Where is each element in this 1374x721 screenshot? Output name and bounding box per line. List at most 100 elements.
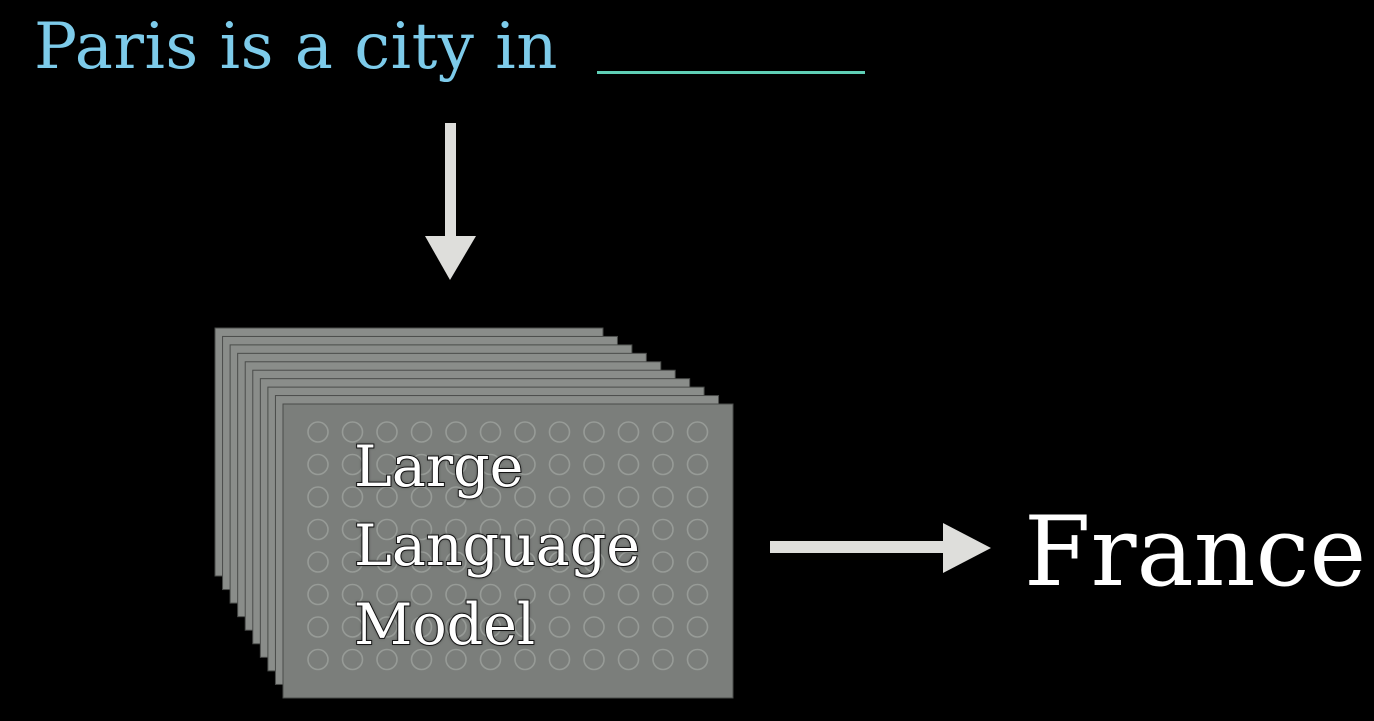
model-layer bbox=[282, 403, 734, 699]
neuron-node bbox=[307, 583, 329, 606]
model-label-line: Model bbox=[353, 591, 536, 659]
neuron-node bbox=[410, 648, 433, 671]
neuron-node bbox=[307, 421, 329, 443]
neuron-node bbox=[307, 518, 329, 541]
neuron-node bbox=[445, 486, 467, 508]
neuron-node bbox=[652, 421, 674, 443]
neuron-node bbox=[548, 421, 571, 443]
neuron-node bbox=[583, 583, 605, 606]
neuron-node bbox=[686, 486, 709, 508]
neuron-node bbox=[307, 616, 329, 638]
neuron-node bbox=[548, 453, 571, 476]
neuron-node bbox=[514, 551, 536, 573]
neuron-node bbox=[514, 583, 536, 606]
neuron-node bbox=[341, 551, 364, 573]
neuron-node bbox=[376, 486, 398, 508]
neuron-node bbox=[617, 648, 640, 671]
neuron-node bbox=[479, 518, 502, 541]
neuron-node bbox=[410, 421, 433, 443]
neuron-node bbox=[583, 551, 605, 573]
neuron-node bbox=[410, 616, 433, 638]
neuron-node bbox=[617, 583, 640, 606]
neuron-node bbox=[514, 616, 536, 638]
model-label-line: Large bbox=[353, 433, 524, 501]
neuron-node bbox=[341, 421, 364, 443]
neuron-node bbox=[583, 616, 605, 638]
neuron-node bbox=[307, 486, 329, 508]
neuron-node bbox=[617, 421, 640, 443]
neuron-node bbox=[514, 518, 536, 541]
neuron-node bbox=[548, 551, 571, 573]
neuron-node bbox=[376, 648, 398, 671]
neuron-node bbox=[479, 616, 502, 638]
neuron-node bbox=[617, 518, 640, 541]
neuron-node bbox=[410, 453, 433, 476]
neuron-node bbox=[686, 648, 709, 671]
neuron-node bbox=[307, 453, 329, 476]
neuron-node bbox=[307, 551, 329, 573]
neuron-node bbox=[479, 453, 502, 476]
neuron-node bbox=[548, 583, 571, 606]
neuron-node bbox=[445, 583, 467, 606]
neuron-node bbox=[617, 616, 640, 638]
down-arrow-icon bbox=[425, 123, 476, 280]
neuron-node bbox=[410, 486, 433, 508]
neuron-node bbox=[652, 453, 674, 476]
neuron-node bbox=[686, 583, 709, 606]
neuron-node bbox=[617, 551, 640, 573]
neuron-node bbox=[445, 421, 467, 443]
neuron-node bbox=[686, 421, 709, 443]
blank-line bbox=[597, 71, 865, 74]
neuron-node bbox=[652, 551, 674, 573]
neuron-node bbox=[652, 616, 674, 638]
neuron-node bbox=[445, 551, 467, 573]
neuron-node bbox=[514, 648, 536, 671]
neuron-node bbox=[376, 421, 398, 443]
neuron-node bbox=[376, 551, 398, 573]
neuron-node bbox=[376, 616, 398, 638]
neuron-node bbox=[445, 453, 467, 476]
neuron-node bbox=[583, 486, 605, 508]
neuron-node bbox=[686, 551, 709, 573]
neuron-node bbox=[514, 453, 536, 476]
neuron-node bbox=[479, 421, 502, 443]
neuron-node bbox=[617, 453, 640, 476]
model-layer-stack bbox=[214, 327, 734, 699]
neuron-node bbox=[445, 518, 467, 541]
neuron-node bbox=[479, 648, 502, 671]
neuron-node bbox=[341, 453, 364, 476]
neuron-node bbox=[307, 648, 329, 671]
neuron-node bbox=[514, 486, 536, 508]
neuron-node bbox=[410, 551, 433, 573]
model-label: Large Language Model bbox=[353, 428, 641, 665]
neuron-node bbox=[652, 648, 674, 671]
prompt-text: Paris is a city in bbox=[34, 10, 558, 84]
neuron-node bbox=[410, 583, 433, 606]
neuron-node bbox=[479, 551, 502, 573]
neuron-node bbox=[479, 583, 502, 606]
neuron-node bbox=[341, 583, 364, 606]
neuron-node bbox=[583, 648, 605, 671]
neuron-node bbox=[652, 518, 674, 541]
neuron-node bbox=[376, 453, 398, 476]
neuron-node bbox=[341, 518, 364, 541]
neuron-node bbox=[514, 421, 536, 443]
neuron-node bbox=[583, 421, 605, 443]
neuron-node bbox=[376, 583, 398, 606]
neuron-node bbox=[445, 648, 467, 671]
neuron-node bbox=[376, 518, 398, 541]
neuron-node bbox=[341, 486, 364, 508]
neuron-node bbox=[548, 518, 571, 541]
neuron-node bbox=[548, 616, 571, 638]
neuron-node bbox=[583, 453, 605, 476]
neuron-node bbox=[445, 616, 467, 638]
output-word: France bbox=[1024, 496, 1367, 608]
neuron-node bbox=[341, 616, 364, 638]
neuron-node bbox=[341, 648, 364, 671]
neuron-node bbox=[652, 583, 674, 606]
neuron-node bbox=[617, 486, 640, 508]
neuron-node bbox=[686, 616, 709, 638]
right-arrow-icon bbox=[770, 523, 991, 573]
